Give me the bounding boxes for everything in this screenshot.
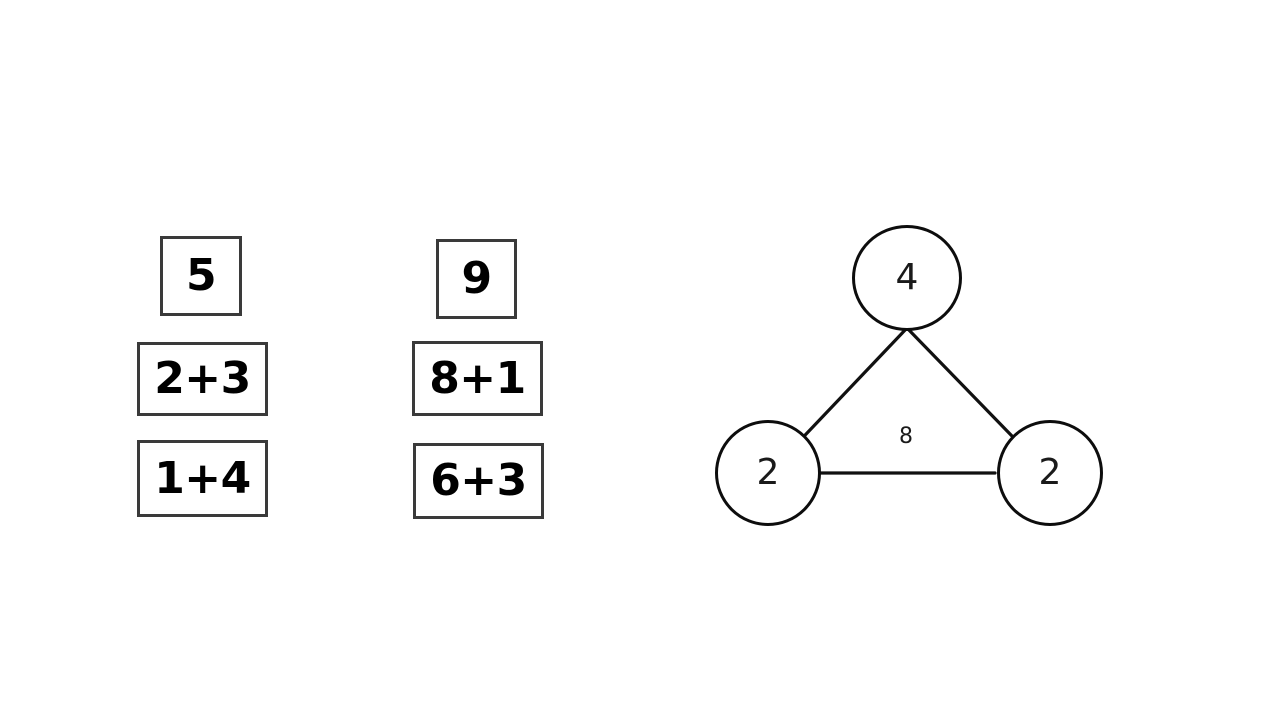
- card-expression-left-1[interactable]: 2+3: [137, 342, 268, 416]
- card-result-right[interactable]: 9: [436, 239, 517, 319]
- card-expression-left-2[interactable]: 1+4: [137, 440, 268, 517]
- card-result-left[interactable]: 5: [160, 236, 242, 316]
- graph-node-top[interactable]: 4: [852, 225, 962, 331]
- graph-node-bottom-right[interactable]: 2: [997, 420, 1103, 526]
- graph-node-bottom-left[interactable]: 2: [715, 420, 821, 526]
- node-graph: 4 2 2 8: [690, 200, 1130, 560]
- card-expression-right-1[interactable]: 8+1: [412, 341, 543, 416]
- graph-edge-label-base: 8: [899, 424, 913, 449]
- card-expression-right-2[interactable]: 6+3: [413, 443, 544, 519]
